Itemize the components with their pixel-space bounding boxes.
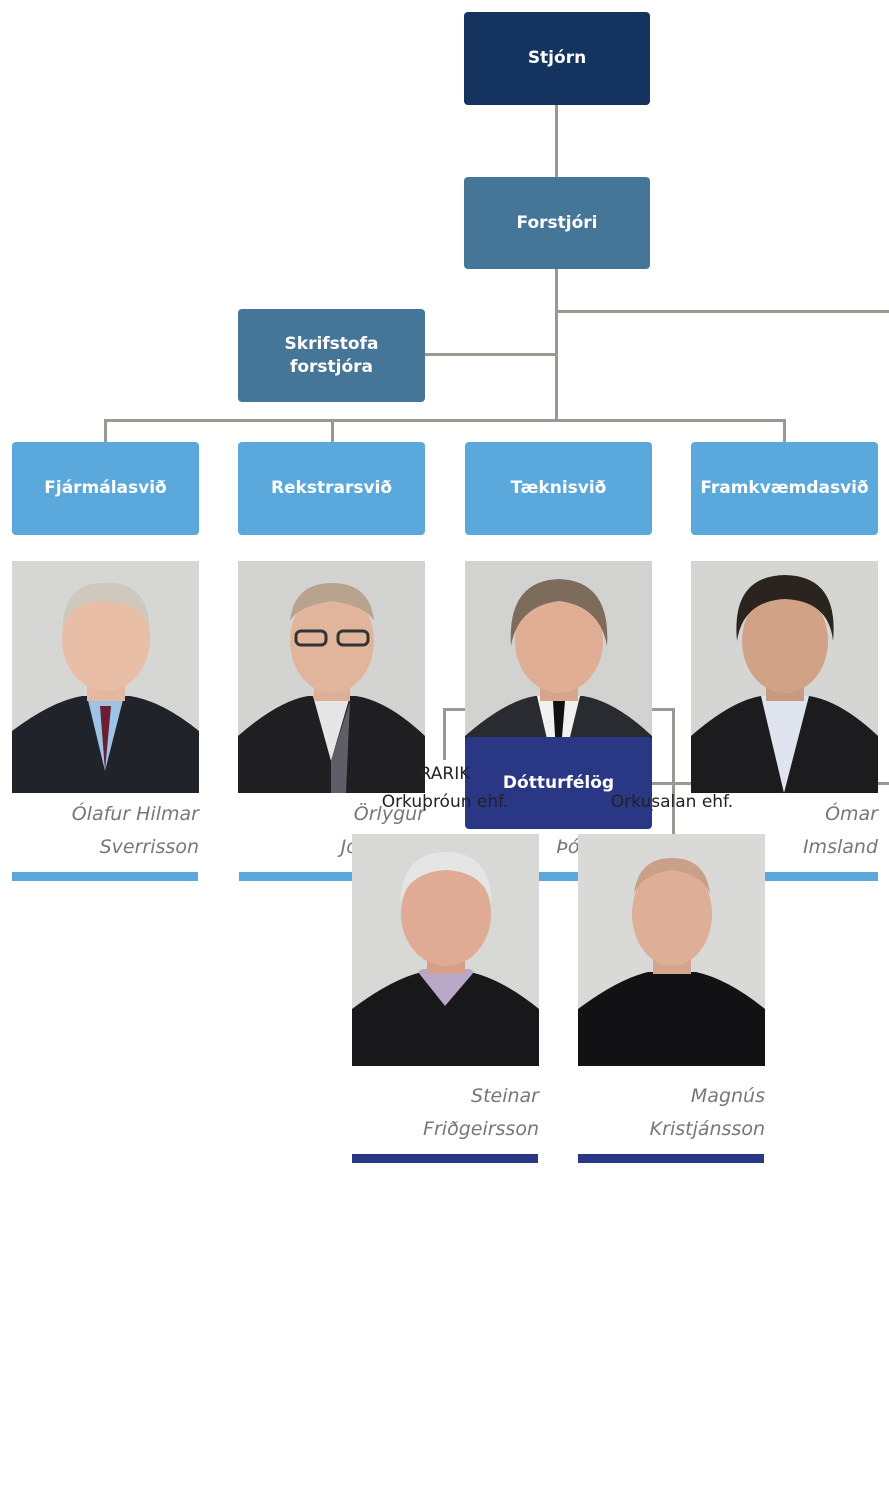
ceo-box[interactable]: Forstjóri — [464, 177, 650, 269]
subsidiary-company-label: RARIK Orkuþróun ehf. — [381, 764, 509, 812]
connector-division-4 — [783, 419, 786, 442]
division-box-operations[interactable]: Rekstrarsvið — [238, 442, 425, 535]
connector-board-ceo — [555, 104, 558, 177]
division-label: Rekstrarsvið — [270, 478, 393, 499]
portrait-photo-2 — [238, 561, 425, 793]
division-box-finance[interactable]: Fjármálasvið — [12, 442, 199, 535]
connector-ceo-trunk — [555, 268, 558, 422]
person-name: Ómar Imsland — [802, 803, 878, 858]
person-name: Steinar Friðgeirsson — [423, 1085, 539, 1140]
office-box[interactable]: Skrifstofa forstjóra — [238, 309, 425, 402]
connector-subsidiary-1 — [443, 708, 446, 760]
connector-divisions-horizontal — [104, 419, 786, 422]
portrait-photo-4 — [691, 561, 878, 793]
subsidiaries-box[interactable]: Dótturfélög — [465, 737, 652, 829]
portrait-photo-1 — [12, 561, 199, 793]
portrait-photo-5 — [352, 834, 539, 1066]
person-name: Ólafur Hilmar Sverrisson — [71, 803, 199, 858]
division-box-technical[interactable]: Tæknisvið — [465, 442, 652, 535]
division-box-construction[interactable]: Framkvæmdasvið — [691, 442, 878, 535]
division-label: Framkvæmdasvið — [700, 478, 869, 499]
division-underline-bar — [239, 872, 425, 881]
board-label: Stjórn — [527, 48, 587, 69]
ceo-label: Forstjóri — [516, 212, 598, 233]
portrait-photo-6 — [578, 834, 765, 1066]
connector-ceo-right — [555, 310, 889, 313]
subsidiary-underline-bar — [578, 1154, 764, 1163]
subsidiary-company-label: Orkusalan ehf. — [610, 792, 734, 812]
board-box[interactable]: Stjórn — [464, 12, 650, 105]
division-underline-bar — [692, 872, 878, 881]
office-label: Skrifstofa forstjóra — [284, 333, 379, 377]
person-name: Magnús Kristjánsson — [649, 1085, 765, 1140]
division-label: Tæknisvið — [510, 478, 607, 499]
subsidiary-underline-bar — [352, 1154, 538, 1163]
division-underline-bar — [465, 872, 651, 881]
division-label: Fjármálasvið — [44, 478, 167, 499]
division-underline-bar — [12, 872, 198, 881]
connector-division-2 — [331, 419, 334, 442]
connector-office — [424, 353, 557, 356]
subsidiaries-label: Dótturfélög — [502, 772, 615, 793]
connector-subsidiary-2 — [672, 708, 675, 838]
connector-division-1 — [104, 419, 107, 442]
